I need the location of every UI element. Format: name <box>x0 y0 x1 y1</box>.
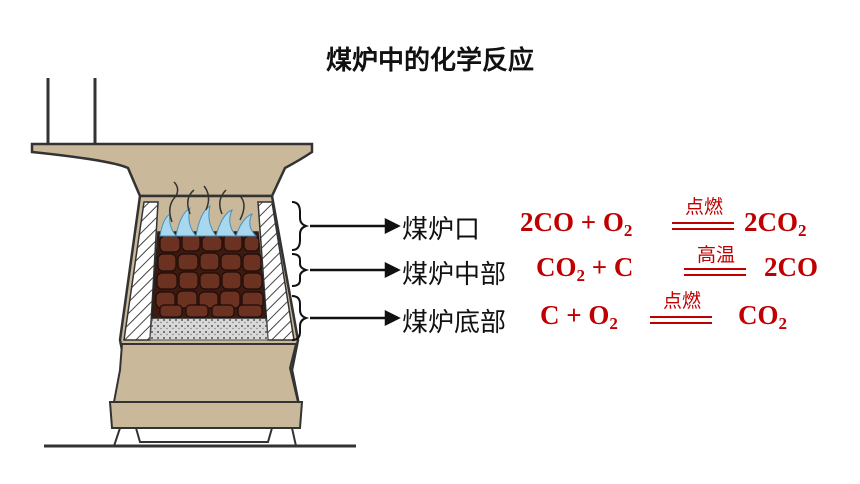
stove-lower-body <box>112 343 300 403</box>
zone-braces <box>291 201 310 341</box>
equation-reactants-middle: CO2 + C <box>536 252 634 285</box>
equation-products-mouth: 2CO2 <box>744 207 807 240</box>
page-title: 煤炉中的化学反应 <box>325 46 534 76</box>
equals-sign-middle <box>684 268 746 276</box>
smoke-wisps <box>169 181 245 223</box>
stove-top-plate <box>30 142 314 198</box>
pointer-arrows <box>310 217 401 327</box>
zone-label-mouth: 煤炉口 <box>402 215 481 245</box>
ash-layer <box>149 317 269 341</box>
equation-products-bottom: CO2 <box>738 300 787 333</box>
equals-sign-mouth <box>672 222 734 230</box>
reaction-condition-middle: 高温 <box>696 244 735 266</box>
reaction-condition-mouth: 点燃 <box>684 196 723 218</box>
chimney-pipe <box>46 78 97 146</box>
reaction-condition-bottom: 点燃 <box>662 290 701 312</box>
zone-label-bottom: 煤炉底部 <box>402 308 507 338</box>
equation-reactants-bottom: C + O2 <box>540 300 618 333</box>
coal-bed <box>151 231 267 319</box>
equals-sign-bottom <box>650 316 712 324</box>
blue-flames <box>159 204 258 237</box>
equation-products-middle: 2CO <box>764 252 818 282</box>
zone-label-middle: 煤炉中部 <box>402 260 507 290</box>
equation-reactants-mouth: 2CO + O2 <box>520 207 633 240</box>
stove-base <box>108 401 304 429</box>
stove-legs <box>112 427 298 447</box>
